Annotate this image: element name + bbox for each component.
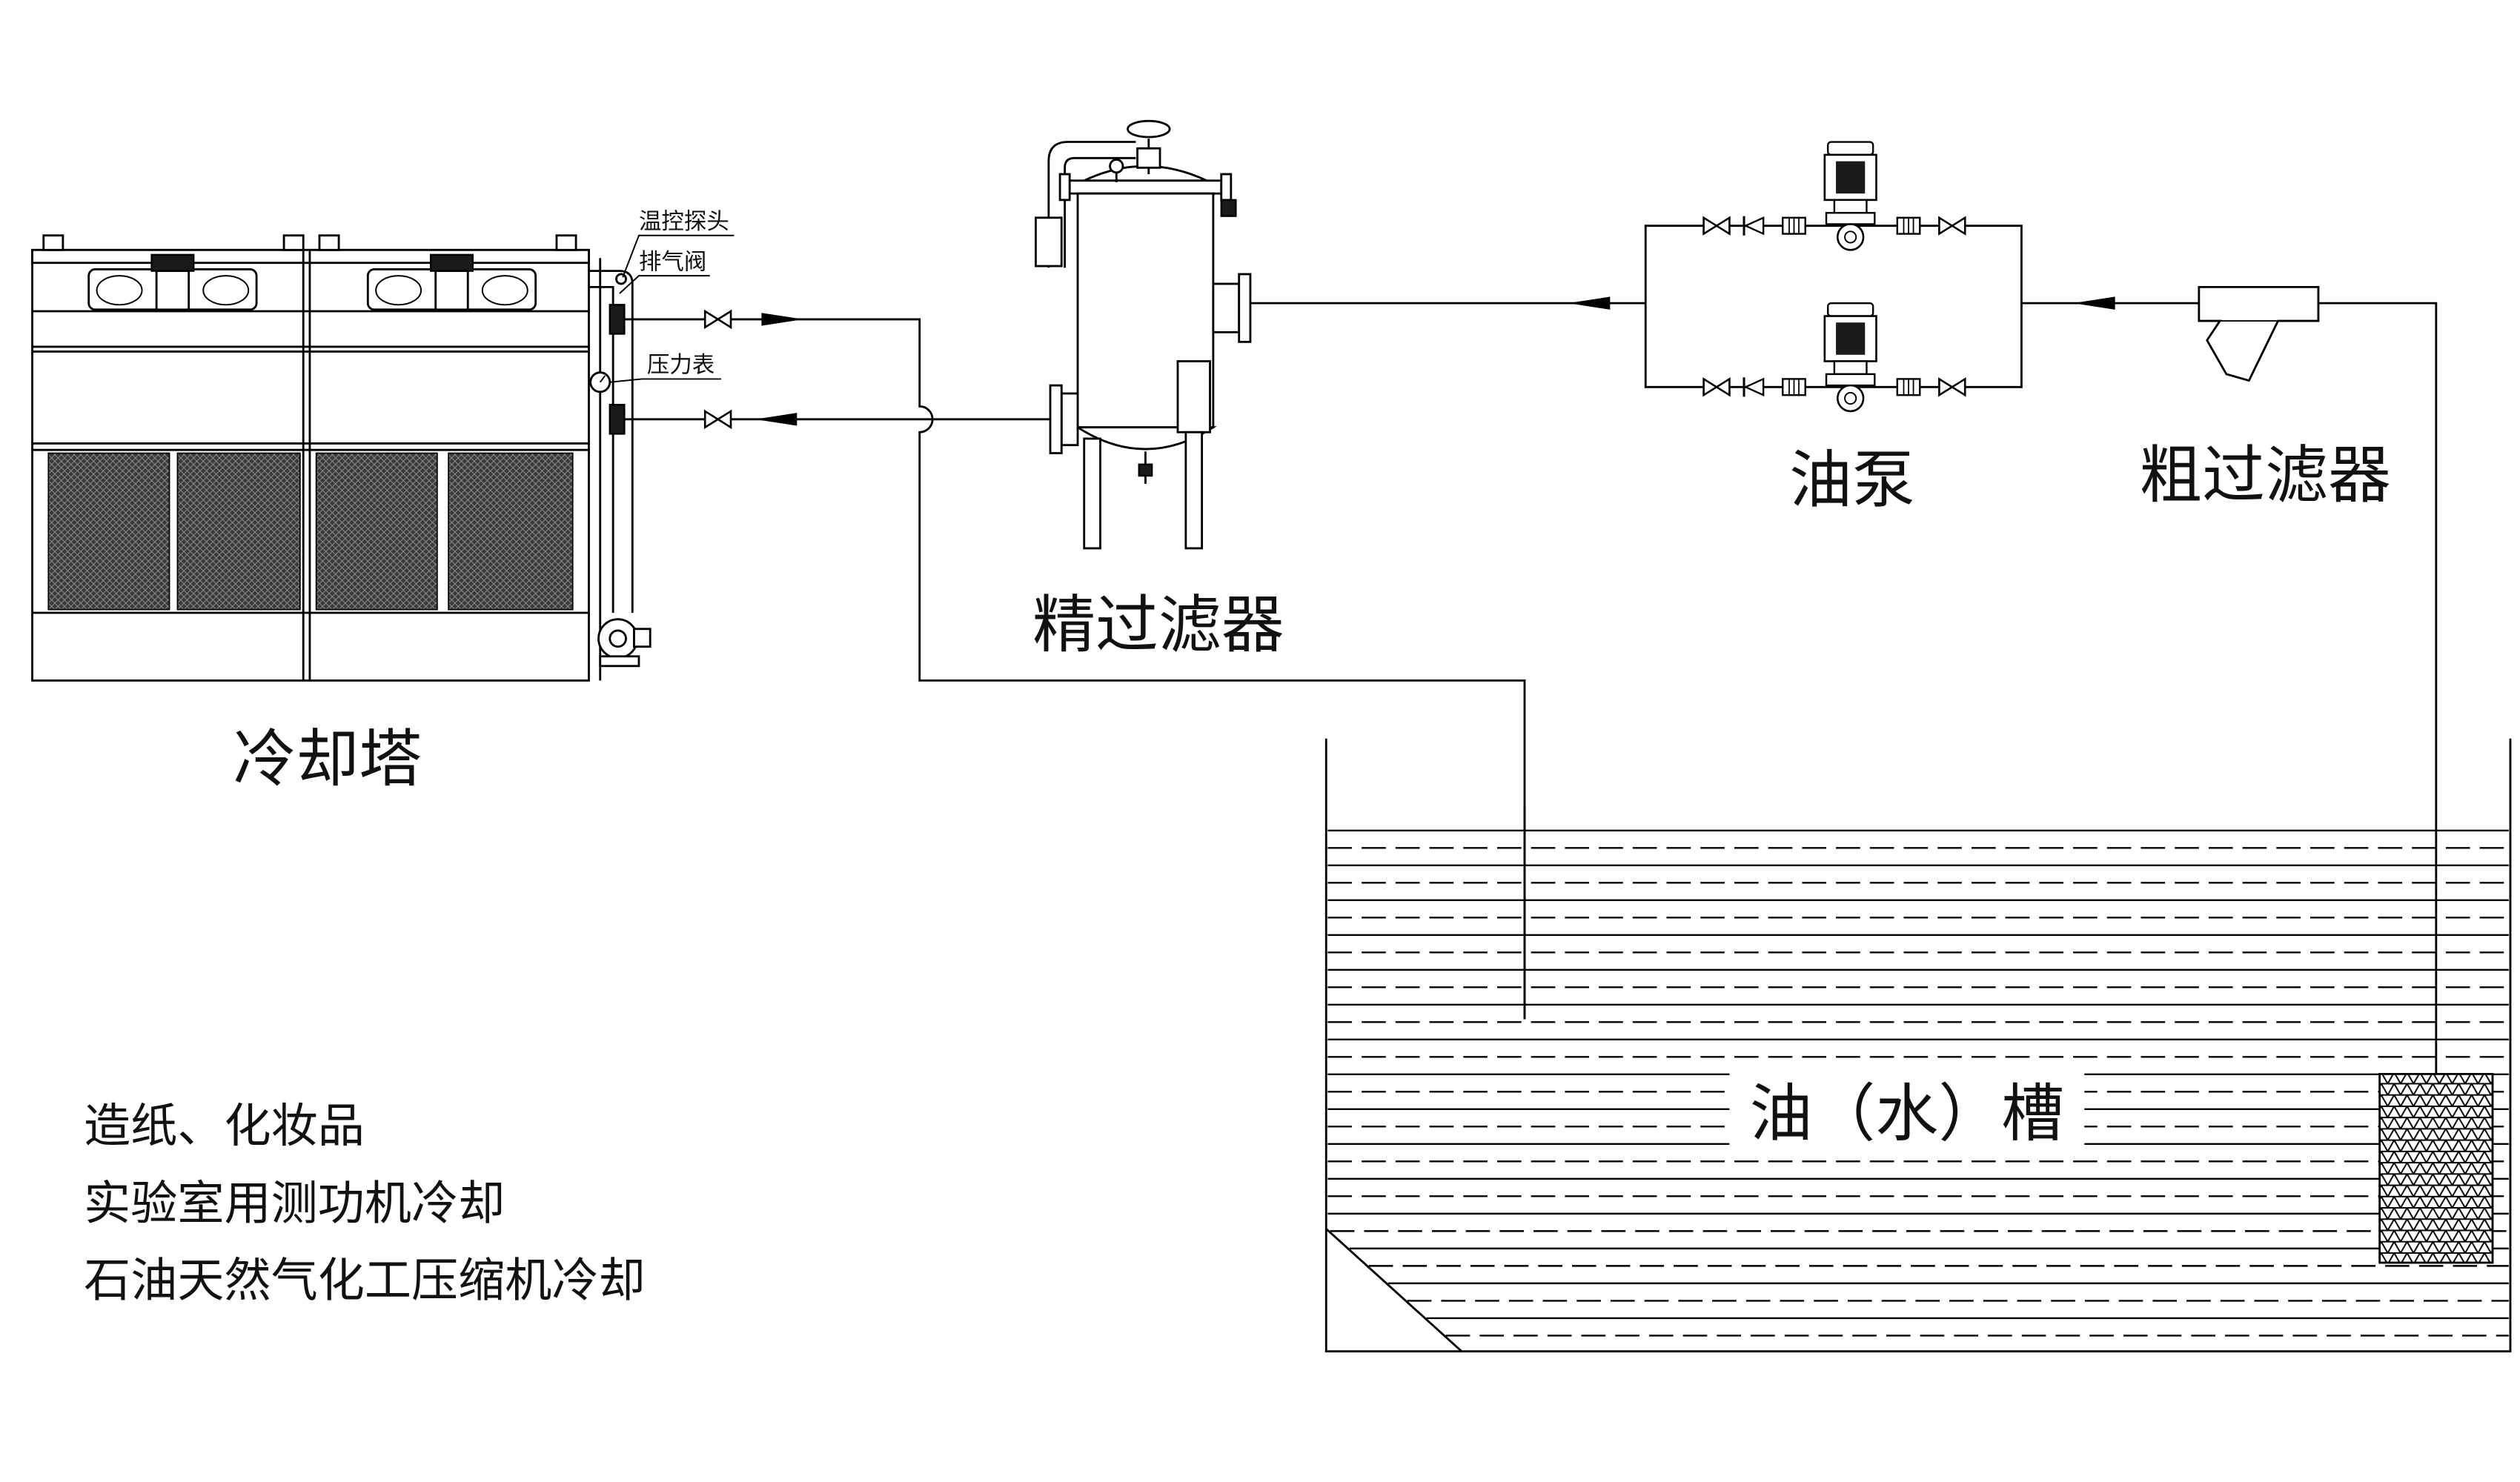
upper-panel-line (32, 345, 589, 353)
tank-sloped-bottom (1325, 1228, 1463, 1352)
fan-icon (481, 275, 528, 306)
application-item: 实验室用测功机冷却 (84, 1175, 505, 1230)
fan-icon (375, 275, 422, 306)
cooling-tower-label: 冷却塔 (233, 722, 422, 796)
filter-leg-right (1184, 431, 1204, 550)
pump-manifold-loop (1644, 225, 2023, 388)
fill-media (47, 452, 574, 611)
filter-bolt (1220, 173, 1233, 202)
inlet-nozzle-flange (1049, 384, 1063, 454)
lifting-lug (42, 234, 64, 251)
branch-check-valve (1743, 215, 1765, 237)
coarse-filter-label: 粗过滤器 (2139, 439, 2391, 512)
branch-valve (1938, 216, 1966, 235)
lower-panel-line (32, 442, 589, 451)
y-strainer-body (2198, 285, 2320, 382)
tank-walls (1324, 738, 2512, 1353)
inlet-nozzle (1060, 392, 1079, 447)
pressure-gauge-needle (599, 375, 606, 383)
application-item: 石油天然气化工压缩机冷却 (84, 1253, 645, 1308)
applications-list: 造纸、化妆品 实验室用测功机冷却 石油天然气化工压缩机冷却 (84, 1098, 645, 1308)
tank-label-backdrop (1729, 1067, 2085, 1155)
filter-support-bracket (1176, 360, 1211, 433)
branch-flex-connector (1896, 378, 1921, 396)
filter-bolt (1058, 173, 1071, 202)
handwheel-icon (1127, 119, 1171, 139)
fan-unit-right (366, 253, 537, 311)
pressure-gauge-label: 压力表 (647, 353, 714, 379)
application-item: 造纸、化妆品 (84, 1098, 365, 1153)
pump-base (599, 655, 640, 668)
fine-filter (1035, 119, 1252, 550)
fan-motor (150, 253, 195, 272)
branch-flex-connector (1896, 216, 1921, 235)
branch-check-valve (1743, 376, 1765, 398)
pump-branch-bottom (1702, 302, 1966, 413)
fan-icon (96, 275, 143, 306)
branch-flex-connector (1782, 216, 1806, 235)
fan-motor (429, 253, 474, 272)
lifting-lug (282, 234, 305, 251)
branch-valve (1702, 378, 1731, 396)
oil-pump-label: 油泵 (1789, 444, 1915, 517)
module-divider (302, 250, 311, 681)
fan-icon (202, 275, 250, 306)
vent-valve-leader (619, 275, 710, 294)
suction-pipe-from-tank (2318, 302, 2438, 1077)
inlet-flange (609, 404, 626, 435)
lifting-lug (555, 234, 577, 251)
branch-valve (1702, 216, 1731, 235)
filter-cover-flange (1068, 179, 1223, 195)
fill-panel (47, 452, 170, 611)
fill-panel (448, 452, 574, 611)
cooling-tower: 温控探头 排气阀 压力表 (31, 209, 735, 682)
oil-pump-top (1823, 141, 1877, 251)
pump-branch-top (1702, 141, 1966, 251)
return-flow-arrow (755, 413, 798, 426)
coarse-filter (2198, 285, 2320, 382)
fine-filter-label: 精过滤器 (1032, 589, 1284, 662)
vent-valve-label: 排气阀 (639, 249, 706, 275)
outlet-nozzle-flange (1238, 273, 1252, 343)
pump-casing (597, 618, 639, 659)
supply-valve (703, 310, 732, 329)
supply-flow-arrow (761, 313, 803, 326)
branch-flex-connector (1782, 378, 1806, 396)
return-valve (703, 410, 732, 429)
filter-side-bracket (1035, 216, 1063, 268)
tank-label: 油（水）槽 (1750, 1077, 2064, 1151)
fan-motor-shaft-housing (434, 270, 469, 311)
lifting-lug (318, 234, 340, 251)
fill-panel (176, 452, 301, 611)
branch-valve (1938, 378, 1966, 396)
oil-pump-bottom (1823, 302, 1877, 413)
temp-probe-label: 温控探头 (639, 209, 729, 235)
temp-probe-leader (622, 234, 735, 278)
fan-motor-shaft-housing (155, 270, 190, 311)
pump-impeller (609, 629, 627, 648)
outlet-flange (609, 304, 626, 335)
outlet-nozzle (1212, 282, 1241, 333)
suction-flow-arrow (2073, 296, 2115, 310)
supply-pipe-to-tank (624, 318, 1526, 1020)
oil-pump-group (1644, 141, 2023, 413)
circulation-pump (597, 618, 651, 668)
temperature-probe (615, 273, 627, 285)
filter-bypass-pipe (1047, 141, 1136, 268)
filter-gauge-icon (1109, 159, 1124, 174)
discharge-flow-arrow (1568, 296, 1611, 310)
pump-outlet (633, 628, 651, 648)
drain-valve (1138, 463, 1153, 477)
filter-leg-left (1083, 437, 1101, 550)
suction-basket-strainer (2378, 1072, 2494, 1264)
fill-panel (315, 452, 438, 611)
oil-water-tank: 油（水）槽 (1324, 738, 2512, 1353)
lifting-lugs (42, 234, 577, 251)
pressure-gauge-leader (609, 378, 721, 383)
filter-latch (1220, 199, 1237, 217)
fan-unit-left (87, 253, 258, 311)
riser-pipe (588, 270, 634, 613)
handwheel-yoke (1136, 147, 1161, 169)
